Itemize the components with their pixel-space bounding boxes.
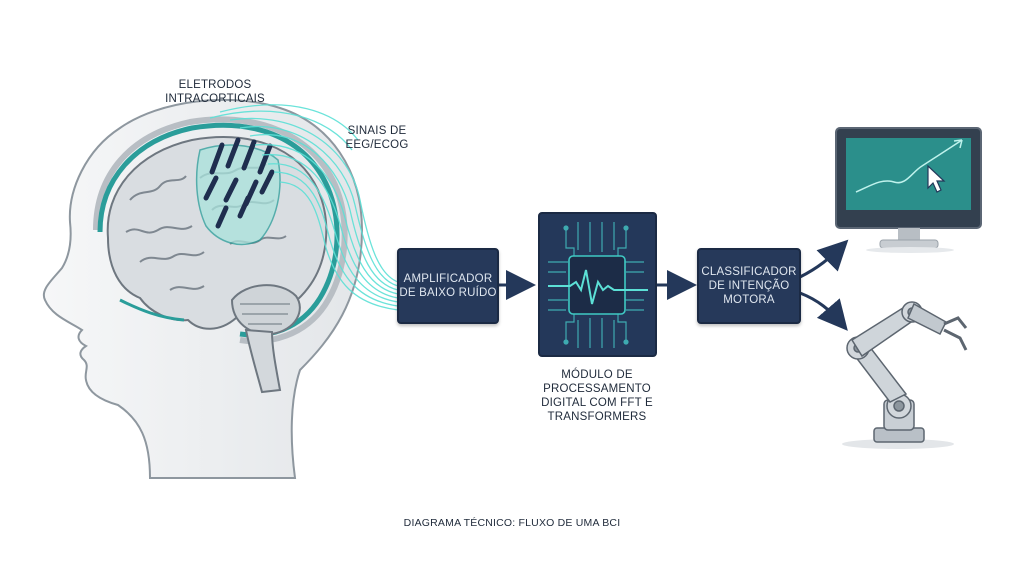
cursor-icon: [927, 164, 946, 193]
electrode-2: [225, 137, 241, 169]
electrode-1: [209, 142, 225, 175]
electrode-10: [237, 195, 251, 219]
flow-arrows: [497, 239, 849, 331]
brain-illustration: [106, 136, 328, 394]
arrow-to-robot: [799, 291, 848, 331]
electrodes-label: ELETRODOS INTRACORTICAIS: [165, 79, 265, 105]
electrode-8: [259, 169, 275, 195]
electrode-4: [257, 143, 273, 175]
amplifier-label: AMPLIFICADOR DE BAIXO RUÍDO: [399, 273, 497, 299]
caption: DIAGRAMA TÉCNICO: FLUXO DE UMA BCI: [403, 517, 621, 529]
amplifier-box: AMPLIFICADOR DE BAIXO RUÍDO: [397, 248, 499, 324]
electrode-5: [203, 175, 219, 201]
electrode-9: [215, 205, 229, 229]
signals-label: SINAIS DE EEG/ECoG: [345, 125, 409, 151]
arrow-to-monitor: [799, 239, 849, 279]
classifier-label: CLASSIFICADOR DE INTENÇÃO MOTORA: [701, 266, 797, 306]
processing-label: MÓDULO DE PROCESSAMENTO DIGITAL COM FFT …: [541, 369, 653, 423]
electrode-3: [241, 139, 257, 171]
processing-chip-graphic: [538, 212, 657, 357]
signal-waves: [209, 104, 399, 311]
electrode-6: [223, 177, 239, 203]
monitor-output: [835, 127, 982, 253]
robotic-arm-output: [842, 301, 968, 449]
electrodes: [203, 137, 275, 229]
classifier-box: CLASSIFICADOR DE INTENÇÃO MOTORA: [697, 248, 801, 324]
